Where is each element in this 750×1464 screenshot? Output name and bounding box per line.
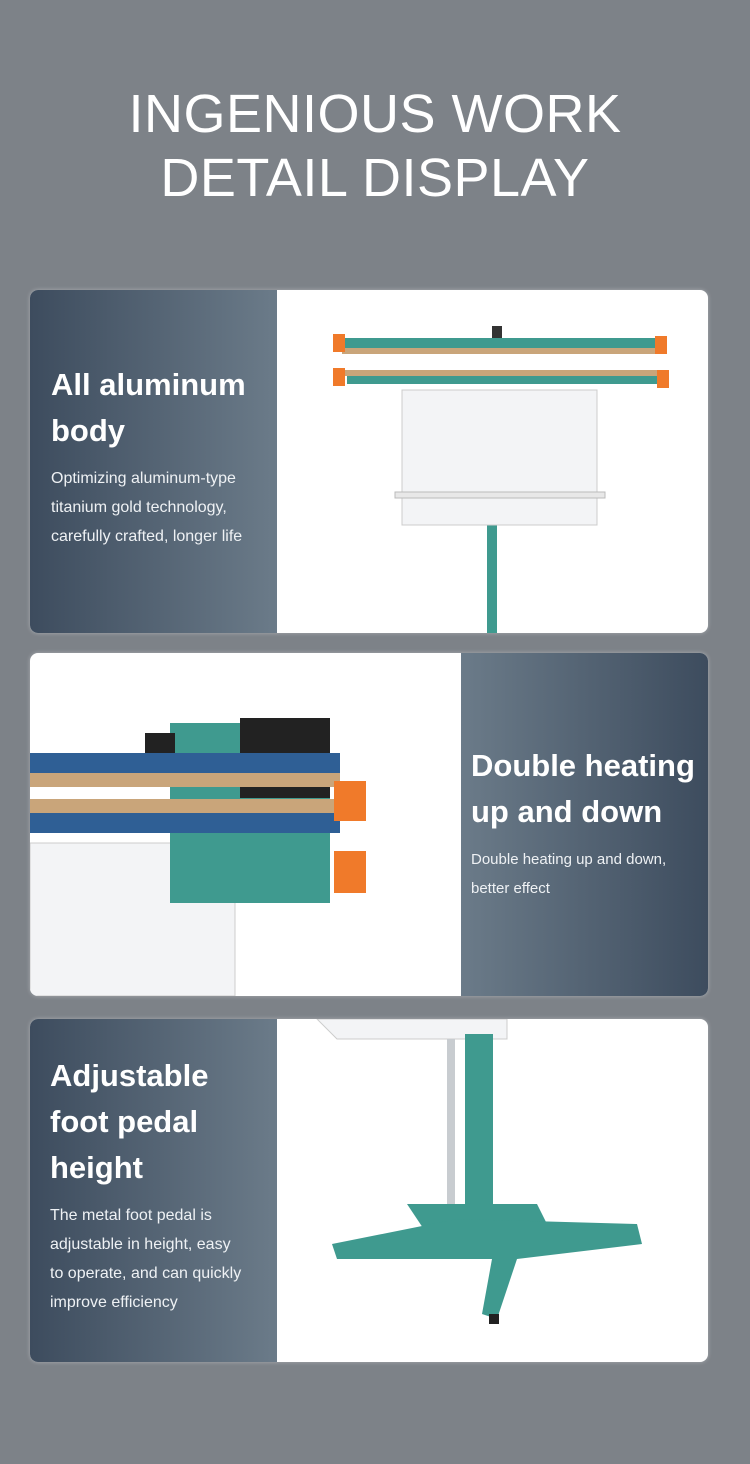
description-line: The metal foot pedal is <box>50 1207 212 1224</box>
description-line: to operate, and can quickly <box>50 1265 242 1282</box>
sealer-top-image <box>277 290 708 633</box>
description-line: Double heating up and down, <box>471 851 667 868</box>
feature-card-double-heating: Double heating up and down Double heatin… <box>30 653 708 996</box>
heading-line: Double heating <box>471 748 695 783</box>
feature-description: Optimizing aluminum-type titanium gold t… <box>51 464 277 551</box>
feature-card-foot-pedal: Adjustable foot pedal height The metal f… <box>30 1019 708 1362</box>
feature-card-aluminum-body: All aluminum body Optimizing aluminum-ty… <box>30 290 708 633</box>
feature-text-panel: Double heating up and down Double heatin… <box>461 653 708 996</box>
description-line: carefully crafted, longer life <box>51 528 243 545</box>
heading-line: Adjustable <box>50 1058 209 1093</box>
description-line: Optimizing aluminum-type <box>51 470 236 487</box>
feature-heading: Double heating up and down <box>471 743 708 835</box>
heading-line: up and down <box>471 794 663 829</box>
title-line-1: INGENIOUS WORK <box>128 84 622 144</box>
heading-line: height <box>50 1150 143 1185</box>
feature-text-panel: Adjustable foot pedal height The metal f… <box>30 1019 277 1362</box>
description-line: improve efficiency <box>50 1294 178 1311</box>
sealer-jaws-image <box>30 653 461 996</box>
feature-heading: Adjustable foot pedal height <box>50 1053 277 1191</box>
heading-line: body <box>51 413 126 448</box>
description-line: titanium gold technology, <box>51 499 227 516</box>
description-line: adjustable in height, easy <box>50 1236 231 1253</box>
feature-text-panel: All aluminum body Optimizing aluminum-ty… <box>30 290 277 633</box>
foot-pedal-image <box>277 1019 708 1362</box>
feature-description: Double heating up and down, better effec… <box>471 845 708 903</box>
description-line: better effect <box>471 880 550 897</box>
heading-line: foot pedal <box>50 1104 199 1139</box>
feature-heading: All aluminum body <box>51 362 277 454</box>
title-line-2: DETAIL DISPLAY <box>160 148 590 208</box>
feature-description: The metal foot pedal is adjustable in he… <box>50 1201 277 1317</box>
heading-line: All aluminum <box>51 367 246 402</box>
page-title: INGENIOUS WORK DETAIL DISPLAY <box>0 82 750 210</box>
